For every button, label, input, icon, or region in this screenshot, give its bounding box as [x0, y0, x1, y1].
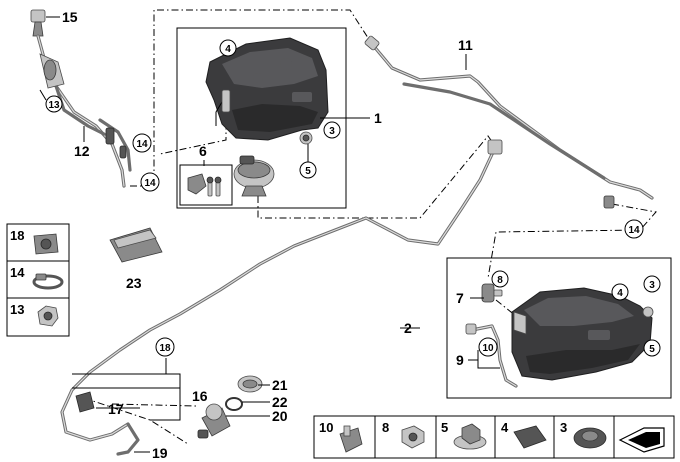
part-21-clamp: [237, 375, 263, 393]
callout-12: 12: [74, 143, 90, 159]
part-2-fuel-tank: [511, 287, 654, 381]
legend-bottom-label-0: 10: [319, 420, 333, 435]
callout-9: 9: [456, 352, 464, 368]
callout-13: 13: [48, 100, 60, 111]
callout-8: 8: [497, 275, 503, 286]
legend-left-label-2: 13: [10, 302, 24, 317]
callout-11: 11: [458, 37, 473, 53]
circled-callouts: 4 3 5 13 14 14 14 8 4 3 5 10 18: [39, 39, 661, 357]
callout-14c: 14: [628, 225, 640, 236]
callout-19: 19: [152, 445, 168, 461]
callout-18: 18: [159, 343, 171, 354]
legend-left-label-1: 14: [10, 265, 25, 280]
callout-4a: 4: [225, 44, 231, 55]
callout-20: 20: [272, 408, 288, 424]
part-fuel-pump-module: [233, 155, 275, 197]
callout-5a: 5: [305, 166, 311, 177]
arrow-icon: [618, 427, 665, 453]
part-15-filler-cap: [30, 9, 46, 37]
part-23-control-unit: [109, 227, 163, 263]
callout-3b: 3: [649, 280, 655, 291]
callout-3a: 3: [329, 126, 335, 137]
part-12-filler-pipe: [36, 34, 132, 188]
callout-10: 10: [482, 343, 494, 354]
callout-15: 15: [62, 9, 78, 25]
callout-23: 23: [126, 275, 142, 291]
callout-7: 7: [456, 290, 464, 306]
callout-4b: 4: [617, 288, 623, 299]
leaders-16-17-19: [72, 358, 181, 453]
callout-17: 17: [108, 401, 124, 417]
legend-bottom-label-2: 5: [441, 420, 448, 435]
callout-1: 1: [374, 110, 382, 126]
legend-bottom-label-1: 8: [382, 420, 389, 435]
part-20-valve: [197, 403, 231, 439]
part-9-line: [465, 323, 518, 388]
legend-left: [6, 223, 70, 337]
part-11-vent-line: [364, 35, 654, 209]
callout-21: 21: [272, 377, 288, 393]
part-fuel-feed-line: [60, 139, 503, 456]
callout-14b: 14: [144, 178, 156, 189]
legend-bottom: [313, 415, 675, 459]
legend-bottom-label-4: 3: [560, 420, 567, 435]
callout-14a: 14: [136, 139, 148, 150]
part-7-valve: [481, 283, 503, 303]
part-1-fuel-tank: [205, 37, 329, 145]
legend-left-label-0: 18: [10, 228, 24, 243]
callout-5b: 5: [649, 344, 655, 355]
callout-2: 2: [404, 320, 412, 336]
part-6-sensor: [187, 173, 222, 197]
callout-6: 6: [199, 143, 207, 159]
part-22-ring: [225, 397, 243, 411]
callout-22: 22: [272, 394, 288, 410]
legend-bottom-label-3: 4: [501, 420, 509, 435]
callout-16: 16: [192, 388, 208, 404]
